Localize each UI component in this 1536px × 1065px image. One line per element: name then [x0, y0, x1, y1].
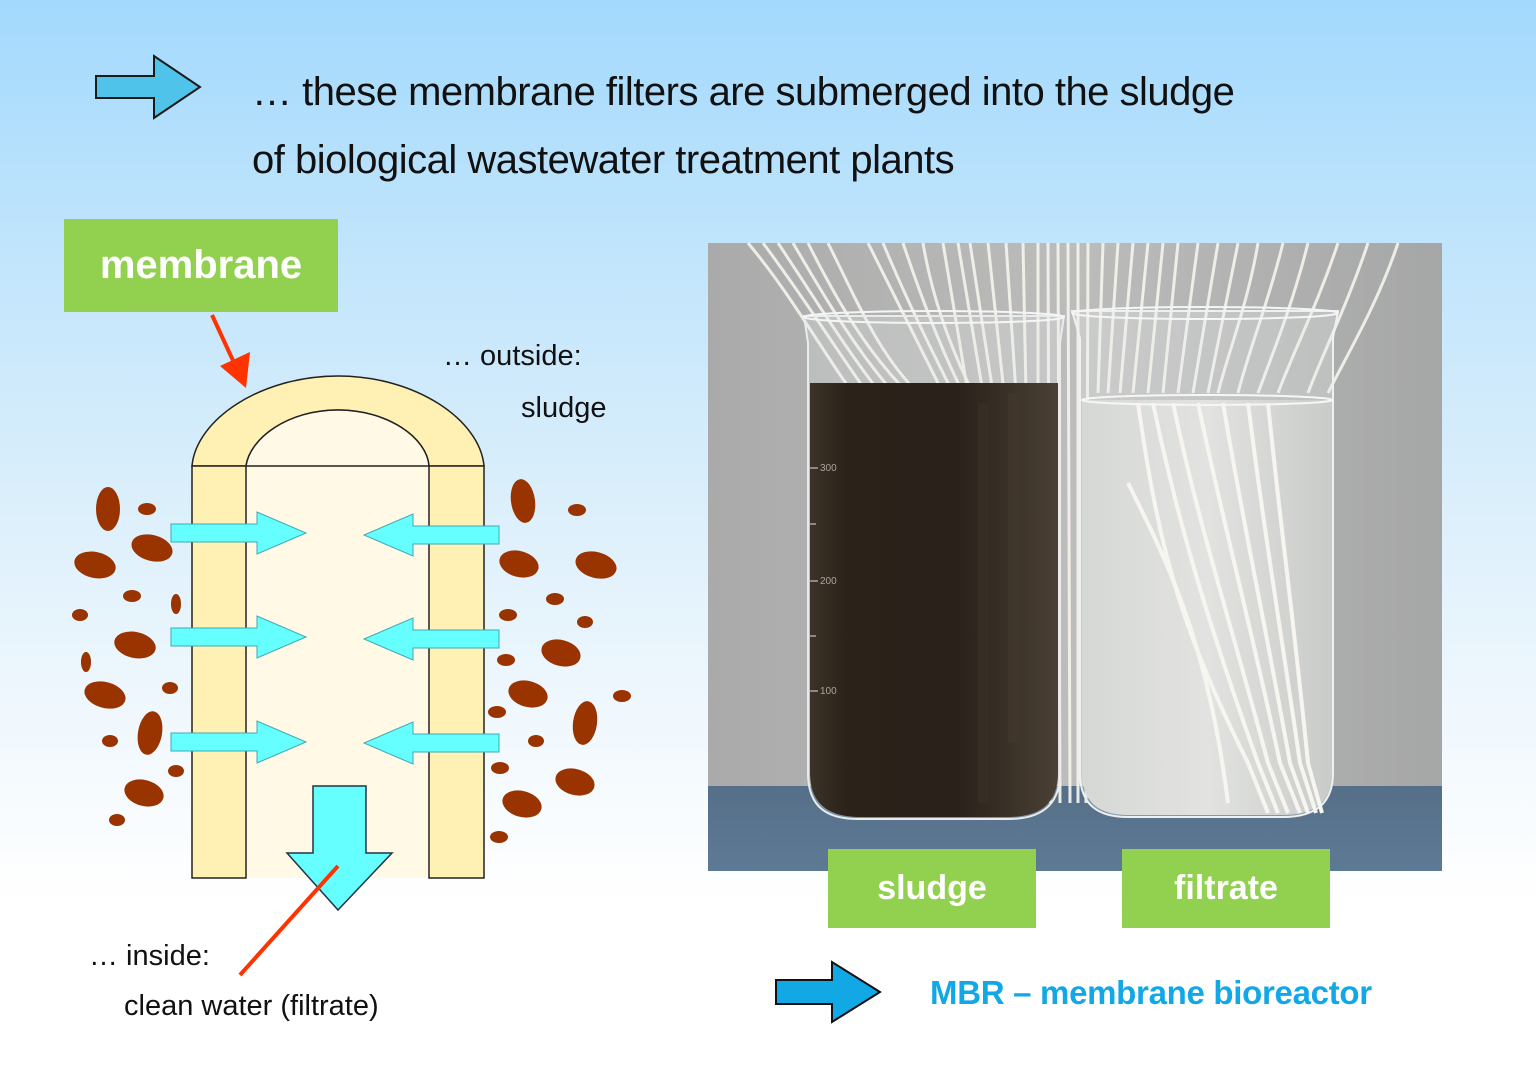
sludge-particle — [572, 701, 598, 745]
pointer-line — [238, 864, 340, 977]
sludge-particle — [81, 652, 91, 672]
headline: … these membrane filters are submerged i… — [252, 58, 1402, 194]
sludge-particle — [138, 503, 156, 515]
sludge-particle — [499, 609, 517, 621]
flow-arrow-right-icon — [170, 511, 308, 555]
graduation-mark: 100 — [820, 686, 837, 697]
sludge-particle — [114, 631, 156, 659]
sludge-particle — [499, 550, 539, 578]
pointer-line — [210, 314, 238, 368]
down-arrow-icon — [285, 785, 394, 912]
membrane-diagram — [72, 314, 631, 977]
flow-arrow-left-icon — [362, 617, 500, 661]
pointer-arrowhead-icon — [220, 352, 250, 388]
sludge-particle — [497, 654, 515, 666]
sludge-particle — [577, 616, 593, 628]
flow-arrow-right-icon — [170, 615, 308, 659]
outside-value: sludge — [521, 392, 607, 424]
inside-label: … inside: — [89, 940, 210, 972]
sludge-particles — [72, 479, 631, 843]
sludge-particle — [124, 779, 164, 807]
filtrate-beaker — [1070, 306, 1340, 818]
headline-line-1: … these membrane filters are submerged i… — [252, 70, 1235, 114]
headline-line-2: of biological wastewater treatment plant… — [252, 138, 955, 182]
sludge-particle — [123, 590, 141, 602]
sludge-particle — [168, 765, 184, 777]
sludge-particle — [546, 593, 564, 605]
sludge-particle — [72, 609, 88, 621]
graduation-mark: 300 — [820, 463, 837, 474]
sludge-particle — [491, 762, 509, 774]
sludge-liquid — [810, 383, 1058, 817]
sludge-particle — [96, 487, 120, 531]
sludge-particle — [162, 682, 178, 694]
sludge-particle — [541, 639, 581, 667]
sludge-particle — [528, 735, 544, 747]
sludge-particle — [137, 711, 163, 755]
filtrate-tag: filtrate — [1122, 849, 1330, 928]
sludge-particle — [568, 504, 586, 516]
sludge-particle — [613, 690, 631, 702]
mbr-conclusion: MBR – membrane bioreactor — [930, 974, 1372, 1011]
sludge-particle — [131, 534, 173, 562]
sludge-tag: sludge — [828, 849, 1036, 928]
flow-arrow-right-icon — [170, 720, 308, 764]
membrane-label: membrane — [64, 219, 338, 312]
sludge-beaker: 300 200 100 — [802, 310, 1066, 820]
graduation-mark: 200 — [820, 576, 837, 587]
sludge-particle — [575, 551, 617, 579]
sludge-particle — [508, 680, 548, 708]
sludge-particle — [555, 768, 595, 796]
sludge-particle — [502, 790, 542, 818]
sludge-particle — [109, 814, 125, 826]
sludge-particle — [488, 706, 506, 718]
flow-arrow-left-icon — [362, 513, 500, 557]
sludge-particle — [74, 551, 116, 579]
right-arrow-icon — [775, 960, 882, 1024]
flow-arrow-left-icon — [362, 721, 500, 765]
sludge-particle — [490, 831, 508, 843]
sludge-particle — [171, 594, 181, 614]
sludge-particle — [84, 681, 126, 709]
sludge-particle — [510, 479, 536, 523]
beaker-photo: 300 200 100 — [708, 242, 1442, 871]
sludge-particle — [102, 735, 118, 747]
right-arrow-icon — [95, 54, 202, 120]
outside-label: … outside: — [443, 340, 582, 372]
inside-value: clean water (filtrate) — [124, 990, 379, 1022]
